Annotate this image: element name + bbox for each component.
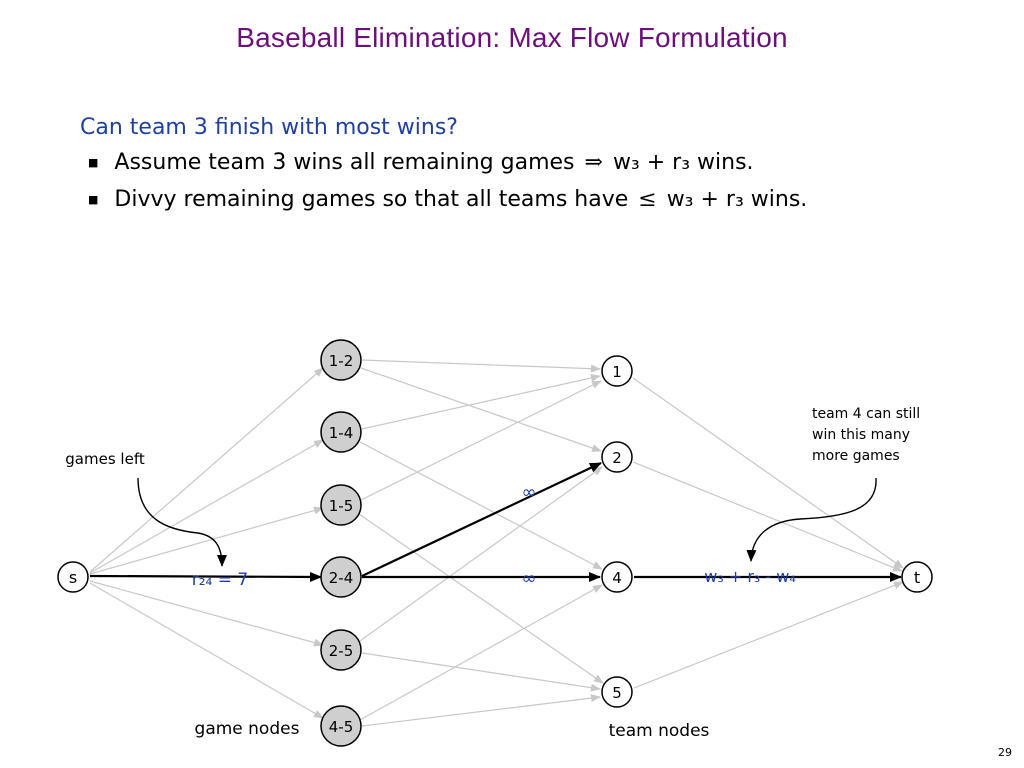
svg-text:2: 2 [612,449,622,467]
team-node-1: 1 [601,355,633,387]
team4-note-line-1: team 4 can still [812,406,920,422]
highlighted-path [89,462,902,582]
leq-symbol: ≤ [638,187,657,212]
svg-text:1-2: 1-2 [329,352,354,370]
game-team-edges [358,359,604,727]
question-text: Can team 3 finish with most wins? [80,115,458,140]
team-node-2: 2 [601,441,633,473]
bullet-1: ■ Assume team 3 wins all remaining games… [88,150,754,175]
game-node-1-5: 1-5 [320,484,362,526]
bullet-2-formula: w₃ + r₃ wins. [666,187,808,212]
sink-node: t [901,561,933,593]
svg-text:2-4: 2-4 [329,569,354,587]
svg-text:5: 5 [612,684,622,702]
source-node: s [57,561,89,593]
source-edges [89,367,324,719]
game-nodes-label: game nodes [195,719,300,739]
infinity-label-upper: ∞ [522,482,537,503]
svg-text:2-5: 2-5 [329,642,354,660]
svg-text:4: 4 [612,569,622,587]
svg-text:s: s [69,568,77,587]
infinity-label-middle: ∞ [522,568,537,589]
bullet-1-formula: w₃ + r₃ wins. [612,150,754,175]
team-nodes-label: team nodes [609,721,710,741]
game-node-2-5: 2-5 [320,629,362,671]
svg-text:1-4: 1-4 [329,424,354,442]
svg-text:4-5: 4-5 [329,718,354,736]
bullet-2-text: Divvy remaining games so that all teams … [114,187,629,212]
bullet-square-icon: ■ [88,156,99,169]
game-node-1-4: 1-4 [320,411,362,453]
team4-note-line-2: win this many [812,427,910,443]
svg-text:1: 1 [612,363,622,381]
games-left-arrow [137,477,227,567]
team-node-5: 5 [601,676,633,708]
svg-text:1-5: 1-5 [329,497,354,515]
game-node-2-4: 2-4 [320,556,362,598]
team-sink-edges [632,377,904,689]
bullet-1-text: Assume team 3 wins all remaining games [114,150,575,175]
team4-note-arrow [746,477,877,562]
page-number: 29 [998,746,1012,759]
slide-title: Baseball Elimination: Max Flow Formulati… [236,22,788,53]
sink-edge-label: w₃ + r₃ - w₄ [704,567,796,586]
game-node-4-5: 4-5 [320,705,362,747]
team4-note-line-3: more games [812,448,900,464]
bullet-square-icon: ■ [88,193,99,206]
implies-symbol: ⇒ [584,150,603,175]
team-node-4: 4 [601,561,633,593]
bullet-2: ■ Divvy remaining games so that all team… [88,187,807,212]
game-node-1-2: 1-2 [320,339,362,381]
svg-text:t: t [914,568,920,587]
games-left-label: games left [65,450,145,468]
r24-edge-label: r₂₄ = 7 [192,570,249,590]
